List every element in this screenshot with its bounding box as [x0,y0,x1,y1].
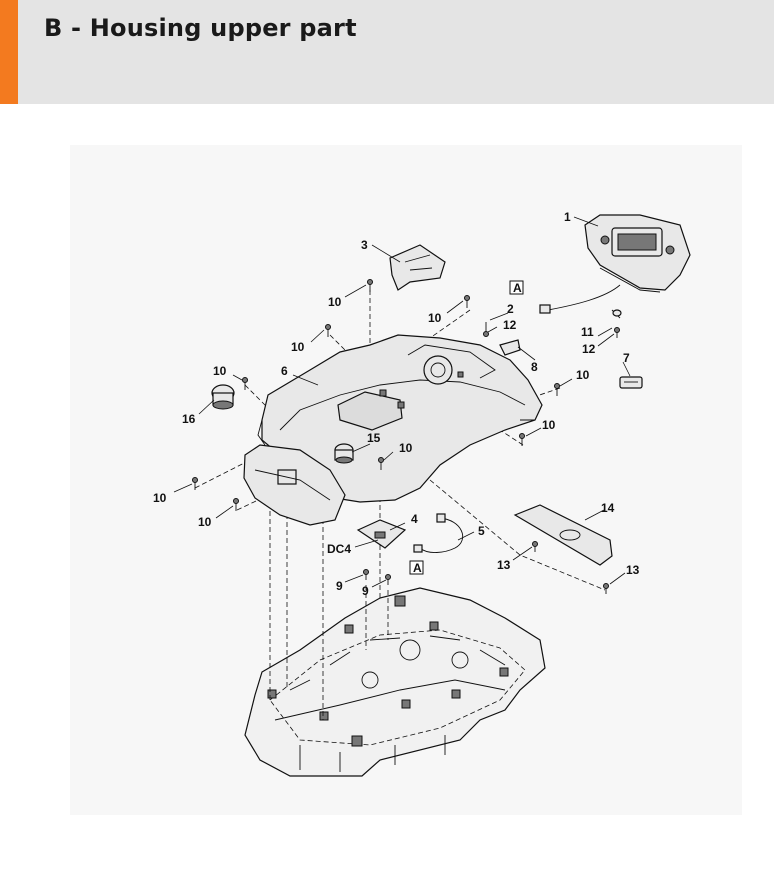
screw-icon [464,295,470,308]
callout-7: 7 [623,351,630,365]
screw-icon [483,322,489,337]
screw-icon [532,541,538,552]
callout-10: 10 [153,491,167,505]
callout-13: 13 [497,558,511,572]
screw-icon [603,583,609,594]
screw-icon [378,457,384,470]
display-cable [539,284,622,319]
page-header [0,0,774,104]
callout-8: 8 [531,360,538,374]
connector-A-box: A [509,280,524,295]
screws [192,279,620,594]
callout-6: 6 [281,364,288,378]
callout-10: 10 [576,368,590,382]
callout-1: 1 [564,210,571,224]
callout-12: 12 [503,318,517,332]
screw-icon [192,477,198,490]
screw-icon [233,498,239,511]
callout-10: 10 [542,418,556,432]
callout-10: 10 [198,515,212,529]
label-part-7 [619,376,643,389]
screw-icon [614,327,620,338]
page-title: B - Housing upper part [44,14,357,42]
callout-10: 10 [213,364,227,378]
callout-14: 14 [601,501,615,515]
callout-4: 4 [411,512,418,526]
connector-A-box: A [409,560,424,575]
upper-housing-part-6 [257,334,543,503]
control-panel-part-1 [584,214,691,293]
callout-10: 10 [328,295,342,309]
callout-10: 10 [399,441,413,455]
screw-icon [554,383,560,396]
cable-part-5 [413,513,464,553]
connector-A-label: A [413,561,422,575]
callout-10: 10 [291,340,305,354]
housing-bumper [243,444,346,526]
wedge-part-8 [499,339,521,356]
callout-10: 10 [428,311,442,325]
callout-12: 12 [582,342,596,356]
callout-5: 5 [478,524,485,538]
circuit-plate-part-4 [356,519,407,549]
callout-13: 13 [626,563,640,577]
screw-icon [242,377,248,390]
screw-icon [367,279,373,292]
screw-icon [385,574,391,585]
bracket-part-3 [389,244,446,291]
lower-housing-chassis [244,587,546,777]
screw-icon [325,324,331,337]
callout-16: 16 [182,412,196,426]
callout-11: 11 [581,325,594,339]
orange-accent-bar [0,0,18,104]
screw-icon [363,569,369,580]
callout-9: 9 [336,579,343,593]
connector-A-label: A [513,281,522,295]
callout-dc4: DC4 [327,542,351,556]
knob-part-16 [211,384,235,410]
callout-3: 3 [361,238,368,252]
callout-2: 2 [507,302,514,316]
cover-plate-part-14 [513,504,613,566]
knob-part-15 [334,443,354,464]
leader-lines [173,216,631,588]
callout-15: 15 [367,431,381,445]
callout-9: 9 [362,584,369,598]
screw-icon [519,433,525,446]
callout-labels: 1 3 10 10 10 2 12 8 6 10 16 11 12 7 10 1… [153,210,640,598]
